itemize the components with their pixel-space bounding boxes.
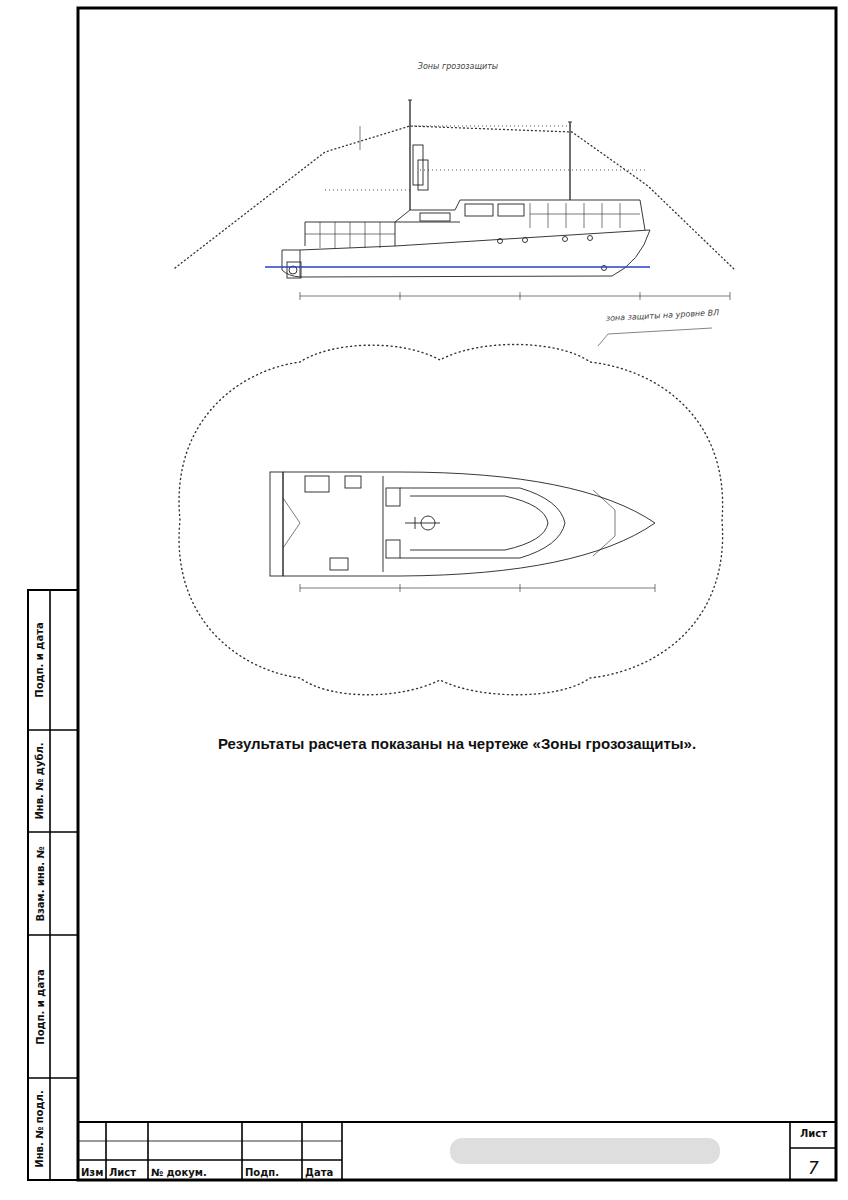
title-block-cell: Дата: [302, 1161, 342, 1180]
title-block-cell: № докум.: [148, 1161, 242, 1180]
cell-label: № докум.: [148, 1167, 207, 1178]
sheet-number-cell: Лист 7: [791, 1123, 836, 1180]
cell-label: Подп. и дата: [34, 969, 45, 1044]
stamp-cell: Взам. инв. №: [28, 832, 50, 935]
drawing-title: Зоны грозозащиты: [358, 62, 558, 71]
title-block-cell: Подп.: [242, 1161, 302, 1180]
zone-callout: зона защиты на уровне ВЛ: [606, 308, 720, 323]
cell-label: Подп.: [242, 1167, 279, 1178]
cell-label: Взам. инв. №: [34, 846, 45, 921]
cell-label: Подп. и дата: [34, 622, 45, 697]
cell-label: Дата: [302, 1167, 333, 1178]
stamp-cell: Инв. № подл.: [28, 1078, 50, 1180]
stamp-cell: Подп. и дата: [28, 590, 50, 730]
cell-label: Лист: [800, 1123, 827, 1139]
cell-label: Инв. № дубл.: [34, 742, 45, 819]
sheet-number: 7: [808, 1158, 819, 1180]
title-block-cell: Лист: [106, 1161, 148, 1180]
cell-label: Инв. № подл.: [34, 1090, 45, 1167]
cell-label: Изм: [78, 1167, 103, 1178]
title-block-cell: Изм: [78, 1161, 106, 1180]
stamp-cell: Подп. и дата: [28, 935, 50, 1078]
stamp-cell: Инв. № дубл.: [28, 730, 50, 832]
caption-text: Результаты расчета показаны на чертеже «…: [90, 735, 824, 752]
cell-label: Лист: [106, 1167, 136, 1178]
